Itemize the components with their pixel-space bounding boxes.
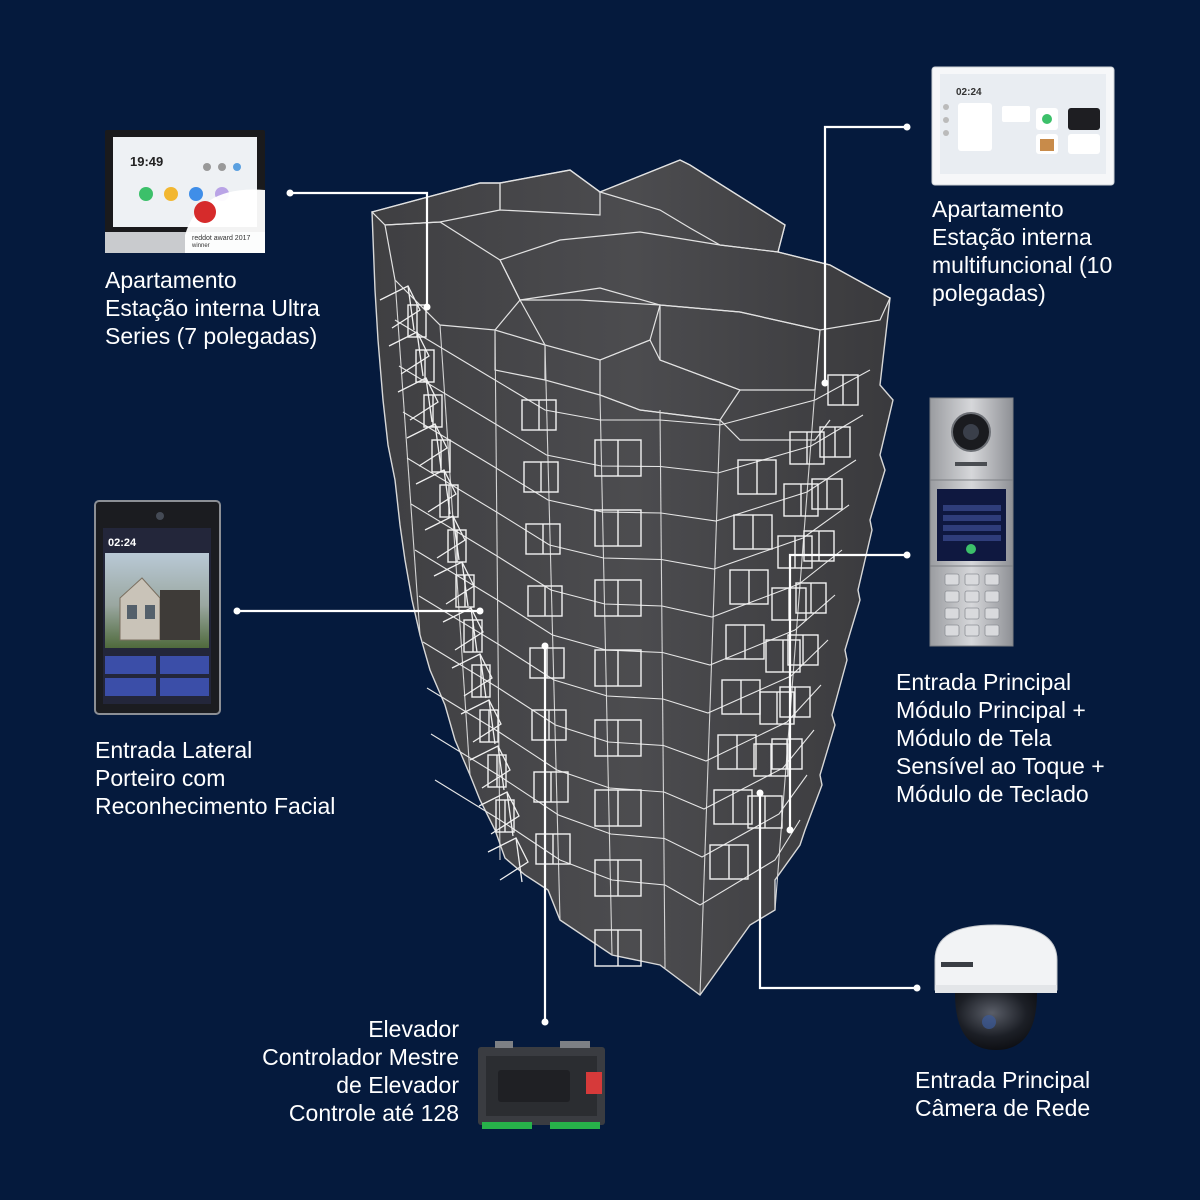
label-line: polegadas) xyxy=(932,280,1046,306)
award-text: reddot award 2017 xyxy=(192,235,250,242)
floor-line xyxy=(422,641,822,762)
label-line: Controle até 128 xyxy=(288,1100,459,1126)
label-line: multifuncional (10 xyxy=(932,252,1113,278)
label-line: Estação interna xyxy=(932,224,1092,250)
balcony-line xyxy=(451,653,493,697)
keypad-key xyxy=(944,573,960,586)
callout-lines xyxy=(237,125,917,1022)
balcony-line xyxy=(488,699,496,745)
keypad-key xyxy=(944,624,960,637)
label-line: Reconhecimento Facial xyxy=(95,793,336,819)
building-silhouette xyxy=(371,159,894,996)
balcony-line xyxy=(433,561,475,605)
door-station-modules xyxy=(929,397,1014,647)
indoor-10in-clock: 02:24 xyxy=(956,87,982,98)
label-line: Elevador xyxy=(368,1016,459,1042)
balcony-line xyxy=(416,331,424,377)
keypad-key xyxy=(984,624,1000,637)
label-line: Entrada Principal xyxy=(896,669,1072,695)
floor-line xyxy=(430,733,808,858)
keypad-key xyxy=(984,573,1000,586)
balcony-line xyxy=(407,285,415,331)
indoor-station-10in: 02:24 xyxy=(931,66,1115,186)
balcony-line xyxy=(452,515,460,561)
keypad-key xyxy=(944,607,960,620)
face-recognition-terminal: 02:24 xyxy=(94,500,221,715)
balcony-line xyxy=(425,377,433,423)
floor-line xyxy=(402,411,857,522)
keypad-key xyxy=(984,590,1000,603)
face-terminal-clock: 02:24 xyxy=(108,537,137,549)
label-line: Câmera de Rede xyxy=(915,1095,1091,1121)
keypad-key xyxy=(964,607,980,620)
balcony-line xyxy=(479,653,487,699)
keypad-key xyxy=(964,590,980,603)
keypad-key xyxy=(964,573,980,586)
label-line: Apartamento xyxy=(105,267,237,293)
award-sub: winner xyxy=(191,243,210,249)
floor-line xyxy=(406,457,850,570)
camera-brand-strip xyxy=(941,962,973,967)
label-line: Sensível ao Toque + xyxy=(896,753,1105,779)
balcony-line xyxy=(470,607,478,653)
window-grid xyxy=(407,304,859,967)
balcony-line xyxy=(469,745,511,789)
label-indoor-station-10in: Apartamento Estação interna multifuncion… xyxy=(932,195,1112,307)
label-line: Módulo Principal + xyxy=(896,697,1086,723)
balcony-line xyxy=(515,837,523,883)
label-line: Apartamento xyxy=(932,196,1064,222)
label-line: Series (7 polegadas) xyxy=(105,323,318,349)
balcony-line xyxy=(424,515,466,559)
building-wireframe xyxy=(370,159,894,996)
balcony-line xyxy=(388,331,430,375)
keypad-key xyxy=(964,624,980,637)
label-line: Módulo de Tela xyxy=(896,725,1052,751)
vertical-edges xyxy=(394,279,816,996)
callout-line-indoor-10in xyxy=(823,125,907,383)
balcony-line xyxy=(379,285,421,329)
floor-line xyxy=(418,595,829,714)
label-line: Porteiro com xyxy=(95,765,226,791)
elevator-controller xyxy=(478,1041,605,1129)
label-door-station: Entrada Principal Módulo Principal + Mód… xyxy=(896,668,1105,808)
keypad-key xyxy=(984,607,1000,620)
floor-lines xyxy=(394,319,871,906)
balcony-line xyxy=(434,423,442,469)
balcony-line xyxy=(487,837,529,881)
callout-line-door-station xyxy=(788,553,907,830)
label-line: Entrada Lateral xyxy=(95,737,253,763)
balcony-line xyxy=(497,745,505,791)
callout-line-camera xyxy=(758,793,917,990)
callout-dots xyxy=(233,123,921,1026)
balcony-line xyxy=(415,469,457,513)
network-dome-camera xyxy=(934,924,1058,1050)
balcony-line xyxy=(460,699,502,743)
floor-line xyxy=(434,779,801,906)
label-face-recognition-terminal: Entrada Lateral Porteiro com Reconhecime… xyxy=(95,736,335,820)
label-line: de Elevador xyxy=(336,1072,459,1098)
floor-line xyxy=(410,503,843,618)
label-line: Controlador Mestre xyxy=(262,1044,459,1070)
label-line: Entrada Principal xyxy=(915,1067,1091,1093)
floor-line xyxy=(414,549,836,666)
floor-line xyxy=(394,319,871,426)
keypad-key xyxy=(944,590,960,603)
indoor-station-7in: 19:49 reddot award 2017 winner xyxy=(105,130,265,253)
floor-line xyxy=(398,365,864,474)
label-network-camera: Entrada Principal Câmera de Rede xyxy=(915,1066,1090,1122)
balcony-line xyxy=(406,423,448,467)
label-line: Estação interna Ultra xyxy=(105,295,320,321)
label-indoor-station-7in: Apartamento Estação interna Ultra Series… xyxy=(105,266,320,350)
callout-line-indoor-7in xyxy=(290,191,429,307)
indoor-7in-clock: 19:49 xyxy=(130,154,163,169)
label-line: Módulo de Teclado xyxy=(896,781,1089,807)
label-elevator-controller: Elevador Controlador Mestre de Elevador … xyxy=(200,1015,459,1127)
reddot-logo xyxy=(194,201,216,223)
